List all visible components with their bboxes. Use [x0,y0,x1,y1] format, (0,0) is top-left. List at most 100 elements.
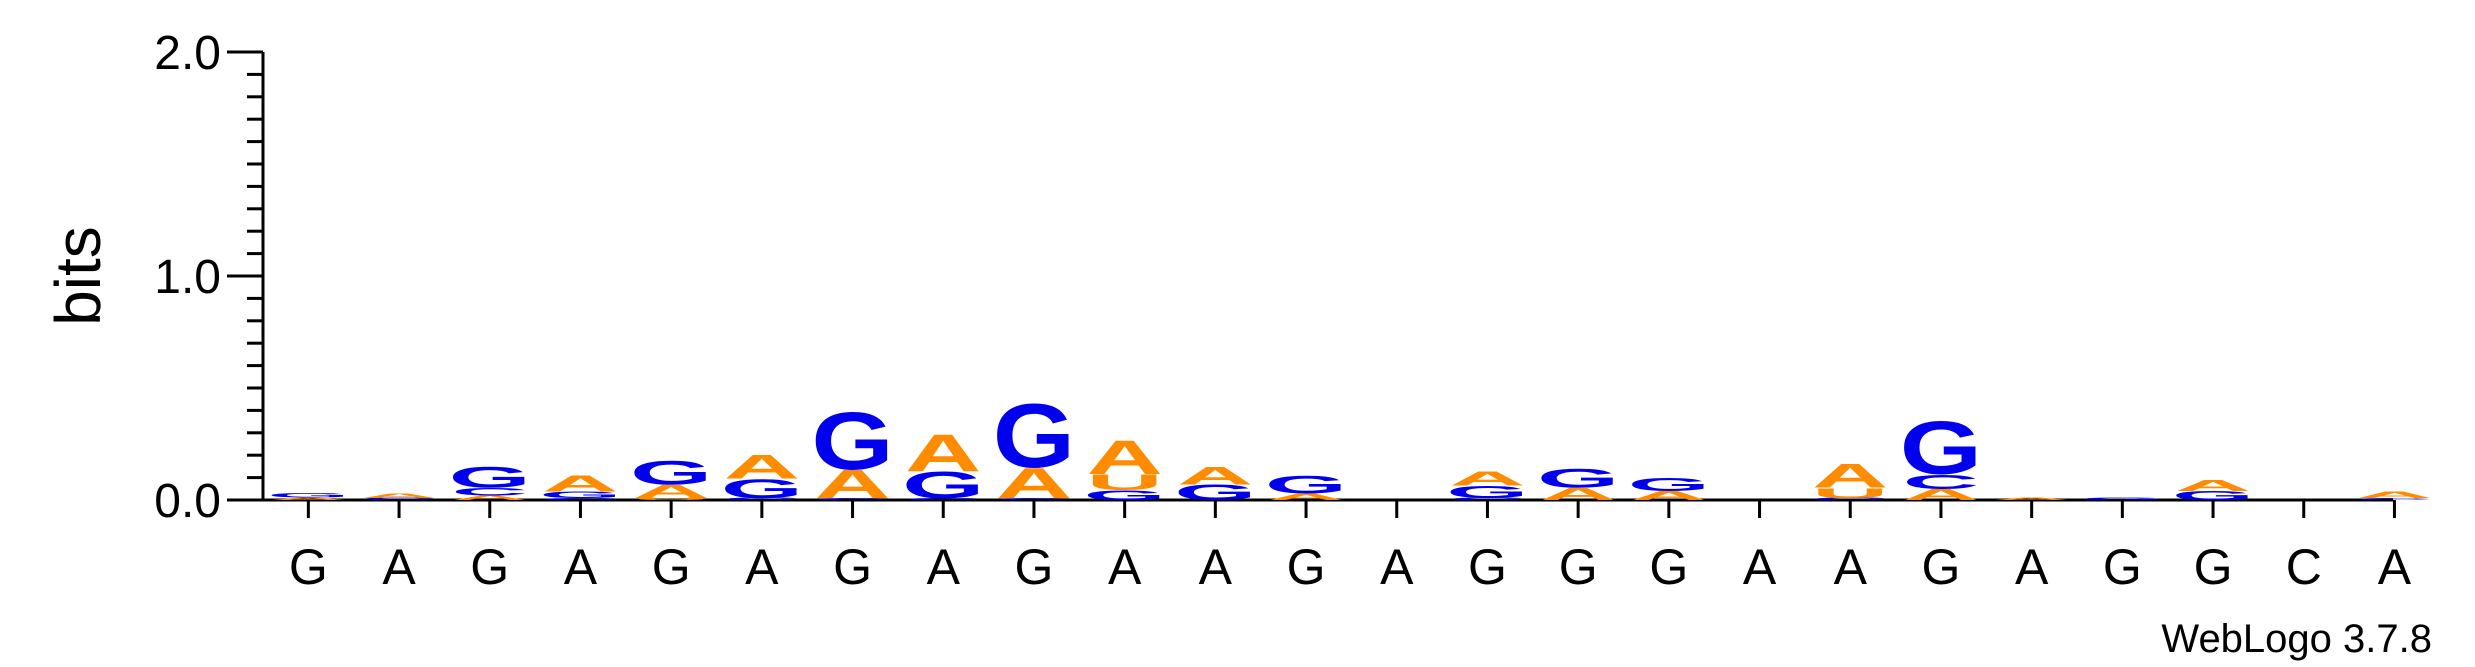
logo-letter-G: G [2172,489,2254,503]
x-tick-label: A [2378,539,2412,595]
logo-letter-G: G [449,461,531,494]
logo-letter-A: A [2175,477,2251,494]
logo-letter-G: G [2081,497,2163,501]
logo-letter-G: G [539,490,621,500]
x-tick-label: G [1921,539,1960,595]
logo-letter-U: U [633,497,709,501]
logo-letter-G: G [721,474,803,504]
letter-stack: CAG [811,396,893,507]
letter-stack: CGA [539,471,621,501]
letter-stack: AG [267,492,349,501]
logo-letter-G: G [1265,471,1347,499]
y-tick-label: 2.0 [154,27,221,80]
letter-stack: CGA [902,423,984,506]
logo-letter-A: A [633,481,709,502]
logo-letter-C: C [452,486,528,498]
x-tick-label: A [564,539,598,595]
logo-letter-C: C [542,498,618,501]
logo-letter-A: A [542,471,618,497]
logo-letter-G: G [811,396,893,486]
x-tick-label: G [470,539,509,595]
logo-letter-U: U [1086,470,1162,494]
letter-stack: AG [1537,464,1619,504]
x-tick-label: A [1743,539,1777,595]
letter-stack: GA [1174,462,1256,505]
logo-letter-A: A [1631,489,1707,503]
x-tick-label: A [1199,539,1233,595]
logo-letter-C: C [1903,471,1979,494]
logo-letter-G: G [1537,464,1619,494]
logo-letter-C: C [814,498,890,501]
logo-letter-G: G [267,492,349,499]
x-tick-label: G [1468,539,1507,595]
x-tick-label: G [1014,539,1053,595]
logo-letter-A: A [1812,457,1888,495]
letter-stack: CGA [1446,467,1528,501]
logo-letter-G: G [1174,481,1256,505]
x-tick-label: A [1834,539,1868,595]
x-tick-label: A [1108,539,1142,595]
x-tick-label: A [745,539,779,595]
letter-stack: G [2081,497,2163,501]
letter-stack: CAG [993,385,1075,508]
logo-letter-C: C [724,497,800,501]
logo-letter-C: C [2356,498,2432,501]
logo-letter-C: C [1449,497,1525,501]
logo-letter-A: A [361,492,437,499]
weblogo-credit: WebLogo 3.7.8 [2161,617,2432,661]
logo-letter-G: G [902,464,984,506]
logo-letter-A: A [1993,497,2069,501]
x-tick-label: G [2194,539,2233,595]
letter-stack: CA [361,492,437,501]
logo-letter-A: A [452,494,528,501]
x-tick-label: G [1649,539,1688,595]
logo-letter-A: A [724,448,800,486]
logo-letter-A: A [1177,462,1253,490]
logo-letter-A: A [270,497,346,501]
x-tick-label: A [927,539,961,595]
x-tick-label: G [2103,539,2142,595]
logo-letter-A: A [1449,467,1525,490]
logo-letter-G: G [1628,474,1710,495]
y-axis: 0.0 1.0 2.0 [154,27,265,528]
x-tick-label: G [1559,539,1598,595]
letter-stack: GUA [1084,431,1166,503]
letter-stack: CGA [721,448,803,504]
logo-letter-G: G [993,385,1075,486]
letter-stack: AG [1628,474,1710,502]
x-tick-label: G [1287,539,1326,595]
logo-letter-A: A [905,423,981,483]
letter-stack: AG [1265,471,1347,502]
letter-stack: UAG [630,453,712,502]
logo-letter-C: C [361,497,437,501]
logo-letter-A: A [814,461,890,507]
y-tick-label: 0.0 [154,475,221,528]
logo-letter-C: C [905,498,981,501]
letter-stack: ACG [1900,407,1982,503]
x-tick-label: G [289,539,328,595]
logo-letter-A: A [996,459,1072,508]
letter-stack: A [1993,497,2069,501]
x-tick-label: A [2015,539,2049,595]
y-tick-label: 1.0 [154,251,221,304]
logo-letter-A: A [1086,431,1162,485]
logo-letter-G: G [1900,407,1982,490]
logo-letter-G: G [1446,482,1528,501]
letter-stack: CUA [1812,457,1888,501]
logo-letter-A: A [2356,490,2432,500]
logo-letter-C: C [996,498,1072,501]
logo-letter-A: A [1268,492,1344,502]
y-axis-label: bits [42,226,114,326]
logo-letter-G: G [1084,487,1166,503]
x-tick-label: G [833,539,872,595]
logo-letter-C: C [1812,497,1888,501]
x-tick-label: A [382,539,416,595]
letter-stack: ACG [449,461,531,501]
letter-stack: GA [2172,477,2254,502]
x-tick-label: G [652,539,691,595]
letter-stack: CA [2356,490,2432,501]
logo-letter-A: A [1903,486,1979,503]
